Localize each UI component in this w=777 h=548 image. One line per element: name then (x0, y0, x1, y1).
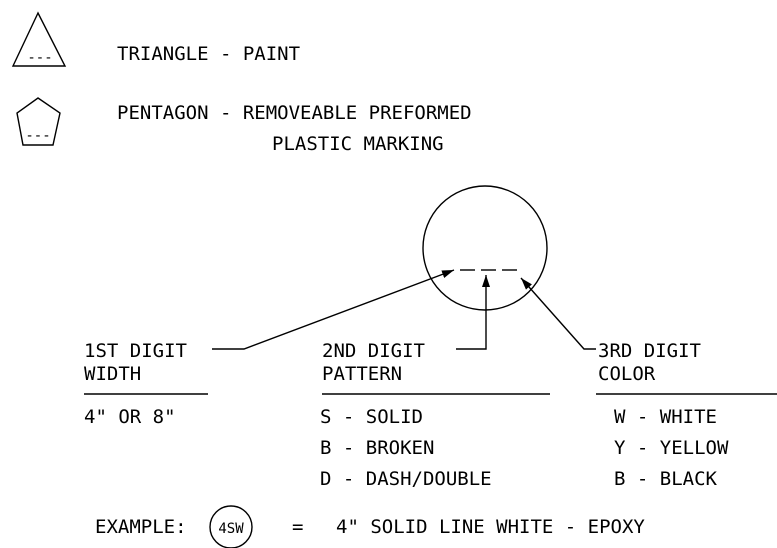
second-digit-column: 2ND DIGIT PATTERN S - SOLID B - BROKEN D… (320, 340, 550, 490)
triangle-symbol-icon (11, 11, 67, 67)
triangle-legend-label: TRIANGLE - PAINT (117, 43, 300, 65)
example-code: 4SW (218, 521, 244, 537)
second-digit-title: 2ND DIGIT (322, 340, 425, 362)
example-row: EXAMPLE: 4SW = 4" SOLID LINE WHITE - EPO… (95, 505, 645, 548)
leader-lines (212, 269, 596, 350)
first-digit-column: 1ST DIGIT WIDTH 4" OR 8" (84, 340, 208, 428)
code-circle-icon (422, 185, 548, 311)
pentagon-symbol-icon (16, 97, 61, 146)
second-digit-leader (456, 275, 490, 350)
third-digit-title: 3RD DIGIT (598, 340, 701, 362)
first-digit-subtitle: WIDTH (84, 363, 141, 385)
second-digit-value-3: D - DASH/DOUBLE (320, 468, 492, 490)
triangle-legend-row: --- TRIANGLE - PAINT (11, 11, 300, 67)
example-equals: = (292, 516, 303, 538)
pentagon-legend-label-line1: PENTAGON - REMOVEABLE PREFORMED (117, 102, 472, 124)
pentagon-legend-row: --- PENTAGON - REMOVEABLE PREFORMED PLAS… (16, 97, 472, 155)
first-digit-leader (212, 269, 455, 350)
third-digit-column: 3RD DIGIT COLOR W - WHITE Y - YELLOW B -… (596, 340, 777, 490)
third-digit-leader (520, 277, 596, 350)
third-digit-value-2: Y - YELLOW (614, 437, 729, 459)
third-digit-value-1: W - WHITE (614, 406, 717, 428)
third-digit-subtitle: COLOR (598, 363, 656, 385)
example-label: EXAMPLE: (95, 516, 187, 538)
first-digit-value-1: 4" OR 8" (84, 406, 176, 428)
second-digit-subtitle: PATTERN (322, 363, 402, 385)
pentagon-legend-label-line2: PLASTIC MARKING (272, 133, 444, 155)
pentagon-symbol-dashes: --- (25, 128, 50, 144)
code-circle-symbol (422, 185, 548, 311)
second-digit-value-2: B - BROKEN (320, 437, 434, 459)
third-digit-value-3: B - BLACK (614, 468, 718, 490)
first-digit-title: 1ST DIGIT (84, 340, 187, 362)
example-code-circle-icon (209, 505, 253, 548)
triangle-symbol-dashes: --- (27, 50, 52, 66)
second-digit-value-1: S - SOLID (320, 406, 423, 428)
example-description: 4" SOLID LINE WHITE - EPOXY (336, 516, 645, 538)
